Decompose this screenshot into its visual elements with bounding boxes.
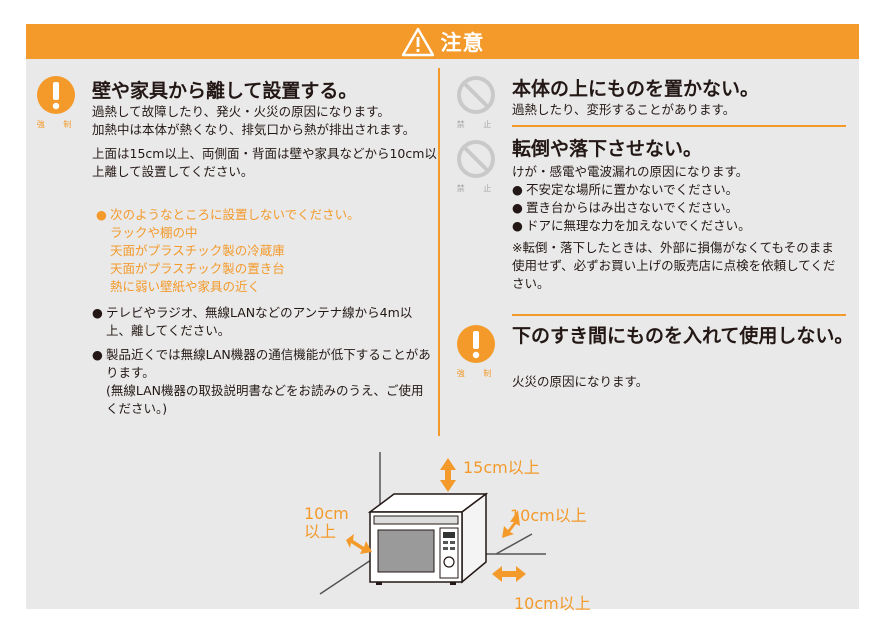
bullet-wlan-note: (無線LAN機器の取扱説明書などをお読みのうえ、ご使用ください。) bbox=[106, 383, 424, 416]
s2-heading: 転倒や落下させない。 bbox=[512, 138, 703, 160]
orange-item: 天面がプラスチック製の冷蔵庫 bbox=[110, 243, 285, 258]
mandatory-icon-block: 強 制 bbox=[450, 324, 502, 379]
caution-panel: 注意 強 制 壁や家具から離して設置する。 過熱して故障したり、発火・火災の原因… bbox=[26, 24, 859, 613]
prohibition-icon bbox=[457, 76, 495, 114]
bullet-wlan: 製品近くでは無線LAN機器の通信機能が低下することがあります。 bbox=[106, 347, 431, 380]
clearance-diagram: 15cm以上 10cm 以上 10cm以上 10cm以上 bbox=[296, 444, 606, 614]
left-para2: 加熱中は本体が熱くなり、排気口から熱が排出されます。 bbox=[92, 122, 416, 137]
mandatory-icon-block: 強 制 bbox=[30, 75, 82, 130]
section-divider bbox=[512, 314, 846, 316]
label-top-clearance: 15cm以上 bbox=[463, 458, 540, 477]
orange-bullet: 次のようなところに設置しないでください。 bbox=[110, 207, 360, 222]
s2-text: けが・感電や電波漏れの原因になります。 bbox=[512, 164, 749, 179]
caution-banner: 注意 bbox=[26, 24, 859, 59]
left-heading: 壁や家具から離して設置する。 bbox=[92, 80, 358, 102]
left-para3: 上面は15cm以上、両側面・背面は壁や家具などから10cm以上離して設置してくだ… bbox=[92, 146, 437, 179]
s2-body: けが・感電や電波漏れの原因になります。 ●不安定な場所に置かないでください。 ●… bbox=[512, 163, 844, 293]
s1-heading: 本体の上にものを置かない。 bbox=[512, 78, 760, 100]
icon-caption: 禁 止 bbox=[456, 184, 500, 193]
icon-caption: 禁 止 bbox=[456, 120, 500, 129]
s2-note: ※転倒・落下したときは、外部に損傷がなくてもそのまま使用せず、必ずお買い上げの販… bbox=[512, 240, 836, 291]
clearance-arrows bbox=[346, 458, 526, 582]
banner-title: 注意 bbox=[440, 30, 485, 55]
left-bullets: ●テレビやラジオ、無線LANなどのアンテナ線から4m以上、離してください。 ●製… bbox=[92, 304, 434, 418]
exclamation-circle-icon bbox=[457, 325, 495, 363]
orange-item: 天面がプラスチック製の置き台 bbox=[110, 261, 285, 276]
label-right-clearance: 10cm以上 bbox=[510, 506, 587, 525]
label-left-clearance-2: 以上 bbox=[304, 522, 337, 541]
prohibit-icon-block: 禁 止 bbox=[450, 75, 502, 130]
microwave-illustration bbox=[319, 452, 546, 595]
exclamation-circle-icon bbox=[37, 76, 75, 114]
prohibit-icon-block: 禁 止 bbox=[450, 139, 502, 194]
column-divider bbox=[438, 68, 440, 436]
orange-item: ラックや棚の中 bbox=[110, 225, 198, 240]
s3-text: 火災の原因になります。 bbox=[512, 374, 649, 389]
orange-item: 熱に弱い壁紙や家具の近く bbox=[110, 279, 261, 294]
s1-text: 過熱したり、変形することがあります。 bbox=[512, 102, 736, 117]
orange-list: ●次のようなところに設置しないでください。 ラックや棚の中 天面がプラスチック製… bbox=[96, 206, 416, 296]
s3-heading: 下のすき間にものを入れて使用しない。 bbox=[512, 325, 854, 347]
s2-bullet: 不安定な場所に置かないでください。 bbox=[526, 182, 739, 197]
icon-caption: 強 制 bbox=[36, 120, 80, 129]
icon-caption: 強 制 bbox=[456, 369, 500, 378]
s2-bullet: 置き台からはみ出さないでください。 bbox=[526, 200, 739, 215]
bullet-antenna: テレビやラジオ、無線LANなどのアンテナ線から4m以上、離してください。 bbox=[106, 305, 413, 338]
left-body: 過熱して故障したり、発火・火災の原因になります。 加熱中は本体が熱くなり、排気口… bbox=[92, 103, 438, 181]
label-back-clearance: 10cm以上 bbox=[514, 594, 591, 613]
left-para1: 過熱して故障したり、発火・火災の原因になります。 bbox=[92, 104, 390, 119]
section-divider bbox=[512, 125, 846, 127]
warning-triangle-icon bbox=[401, 27, 434, 56]
prohibition-icon bbox=[457, 140, 495, 178]
s2-bullet: ドアに無理な力を加えないでください。 bbox=[526, 218, 751, 233]
label-left-clearance-1: 10cm bbox=[304, 504, 349, 523]
